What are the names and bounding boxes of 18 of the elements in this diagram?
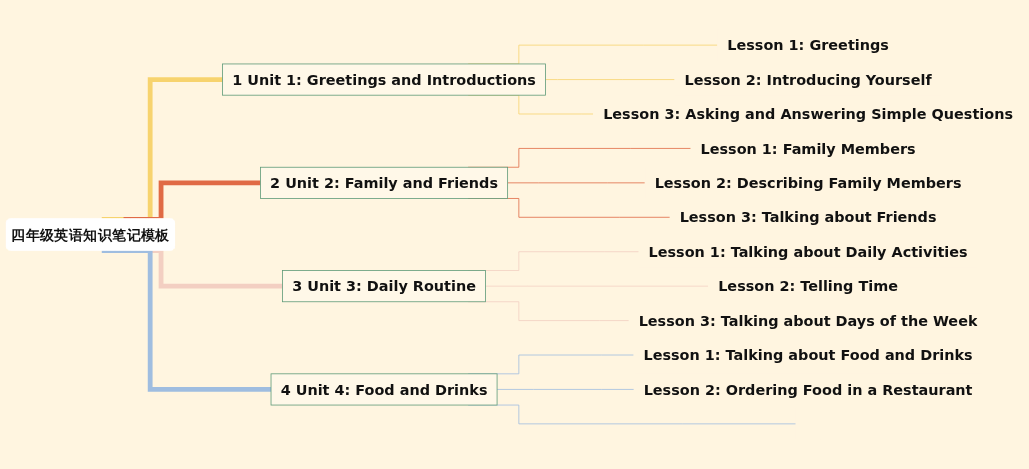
node-text: Lesson 2: Introducing Yourself [684,71,932,88]
node-box: 2 Unit 2: Family and Friends [260,166,509,199]
node-text: Lesson 1: Family Members [700,140,916,157]
node-text: Lesson 1: Greetings [727,36,889,54]
node-box: 1 Unit 1: Greetings and Introductions [222,63,546,96]
node-box: 4 Unit 4: Food and Drinks [270,373,498,406]
node-box: 3 Unit 3: Daily Routine [282,270,486,303]
node-text: Lesson 3: Talking about Days of the Week [638,312,978,329]
connector [507,182,646,184]
connector [545,79,676,80]
node-text: Lesson 3: Asking and Answering Simple Questions [603,105,1013,123]
node-text: Lesson 2: Ordering Food in a Restaurant [643,381,973,398]
node-text: Lesson 3: Talking about Friends [679,208,937,226]
node-text: Lesson 1: Talking about Food and Drinks [643,346,973,364]
connector [496,389,635,390]
node-text: Lesson 2: Describing Family Members [654,174,962,192]
node-text: Lesson 2: Telling Time [718,277,898,295]
node-text: Lesson 1: Talking about Daily Activities [648,243,968,261]
